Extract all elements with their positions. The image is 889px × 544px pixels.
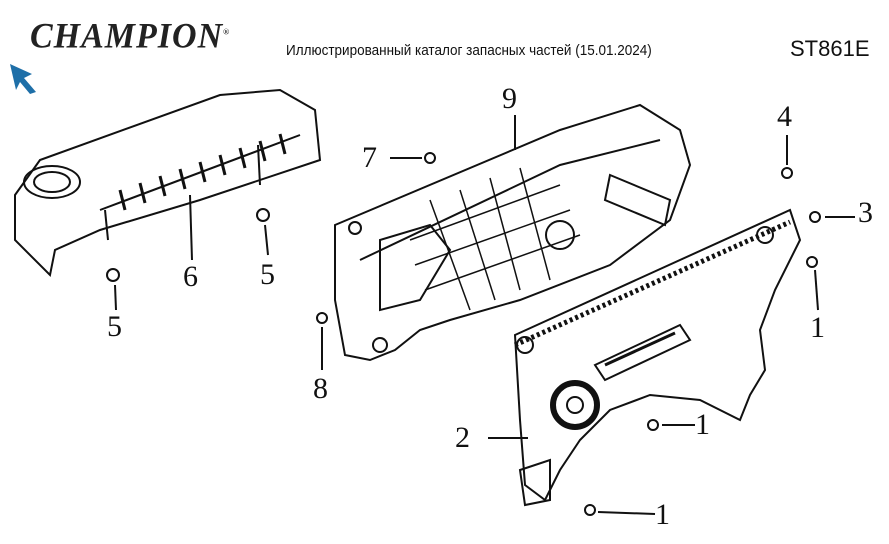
callout-1: 1: [810, 311, 825, 344]
callout-4: 4: [777, 100, 792, 133]
part-2-outer-guard: [513, 208, 802, 507]
callout-5: 5: [107, 310, 122, 343]
callout-1: 1: [695, 408, 710, 441]
callout-7: 7: [362, 141, 377, 174]
registered-mark: ®: [223, 27, 231, 37]
callout-8: 8: [313, 372, 328, 405]
catalog-title: Иллюстрированный каталог запасных частей…: [286, 42, 652, 59]
cursor-arrow-icon: [10, 64, 36, 94]
part-6-top-cover: [14, 88, 322, 278]
screws: [106, 115, 855, 516]
part-9-cover-plate: [334, 103, 692, 362]
callout-1: 1: [655, 498, 670, 531]
champion-logo: CHAMPION®: [30, 17, 230, 57]
model-number: ST861E: [790, 36, 870, 61]
callout-2: 2: [455, 421, 470, 454]
callout-5: 5: [260, 258, 275, 291]
brand-text: CHAMPION: [30, 17, 224, 56]
callout-6: 6: [183, 260, 198, 293]
callout-9: 9: [502, 82, 517, 115]
callout-3: 3: [858, 196, 873, 229]
